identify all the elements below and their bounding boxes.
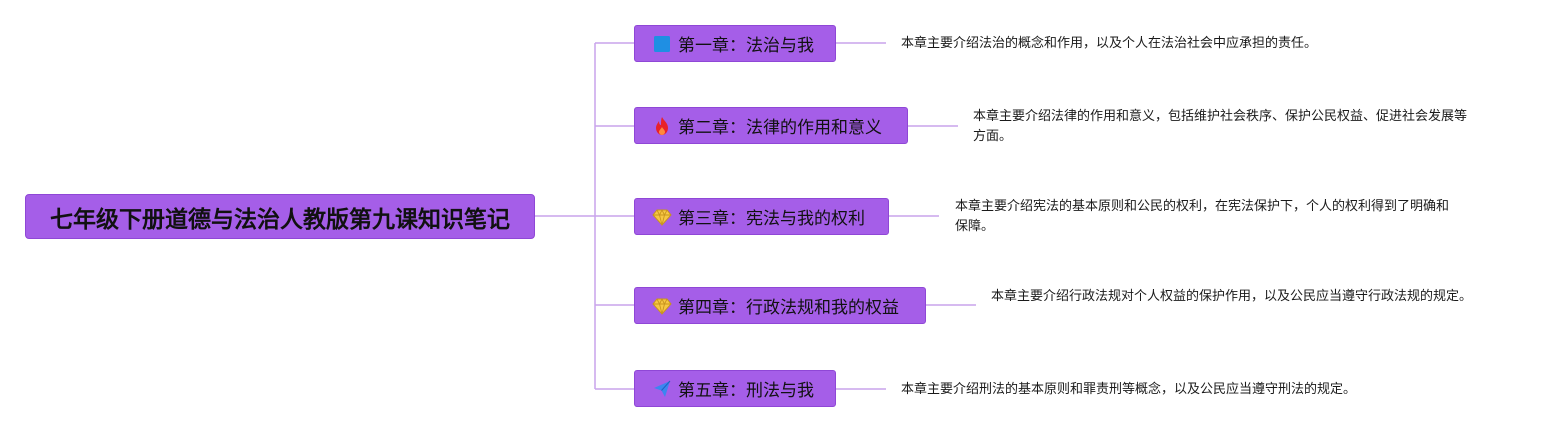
chapter-1-node[interactable]: 第一章：法治与我 bbox=[634, 25, 836, 62]
chapter-2-label: 第二章：法律的作用和意义 bbox=[678, 118, 882, 138]
chapter-4-node[interactable]: 第四章：行政法规和我的权益 bbox=[634, 287, 926, 324]
chapter-4-description: 本章主要介绍行政法规对个人权益的保护作用，以及公民应当遵守行政法规的规定。 bbox=[991, 289, 1473, 304]
chapter-3-label: 第三章：宪法与我的权利 bbox=[678, 209, 865, 229]
chapter-3-description: 本章主要介绍宪法的基本原则和公民的权利，在宪法保护下，个人的权利得到了明确和保障… bbox=[955, 199, 1450, 234]
chapter-4-label: 第四章：行政法规和我的权益 bbox=[678, 298, 899, 318]
fire-icon bbox=[652, 116, 672, 136]
chapter-1-label: 第一章：法治与我 bbox=[678, 36, 814, 56]
chapter-1-description: 本章主要介绍法治的概念和作用，以及个人在法治社会中应承担的责任。 bbox=[901, 36, 1318, 51]
chapter-5-description: 本章主要介绍刑法的基本原则和罪责刑等概念，以及公民应当遵守刑法的规定。 bbox=[901, 382, 1357, 397]
chapter-5-label: 第五章：刑法与我 bbox=[678, 381, 814, 401]
diamond-icon bbox=[652, 207, 672, 227]
chapter-5-node[interactable]: 第五章：刑法与我 bbox=[634, 370, 836, 407]
root-title: 七年级下册道德与法治人教版第九课知识笔记 bbox=[50, 206, 510, 233]
paper-plane-icon bbox=[652, 379, 672, 399]
chapter-3-node[interactable]: 第三章：宪法与我的权利 bbox=[634, 198, 889, 235]
blue-square-icon bbox=[652, 34, 672, 54]
chapter-2-node[interactable]: 第二章：法律的作用和意义 bbox=[634, 107, 908, 144]
root-topic[interactable]: 七年级下册道德与法治人教版第九课知识笔记 bbox=[25, 194, 535, 239]
chapter-2-description: 本章主要介绍法律的作用和意义，包括维护社会秩序、保护公民权益、促进社会发展等方面… bbox=[973, 109, 1468, 144]
diamond-icon bbox=[652, 296, 672, 316]
